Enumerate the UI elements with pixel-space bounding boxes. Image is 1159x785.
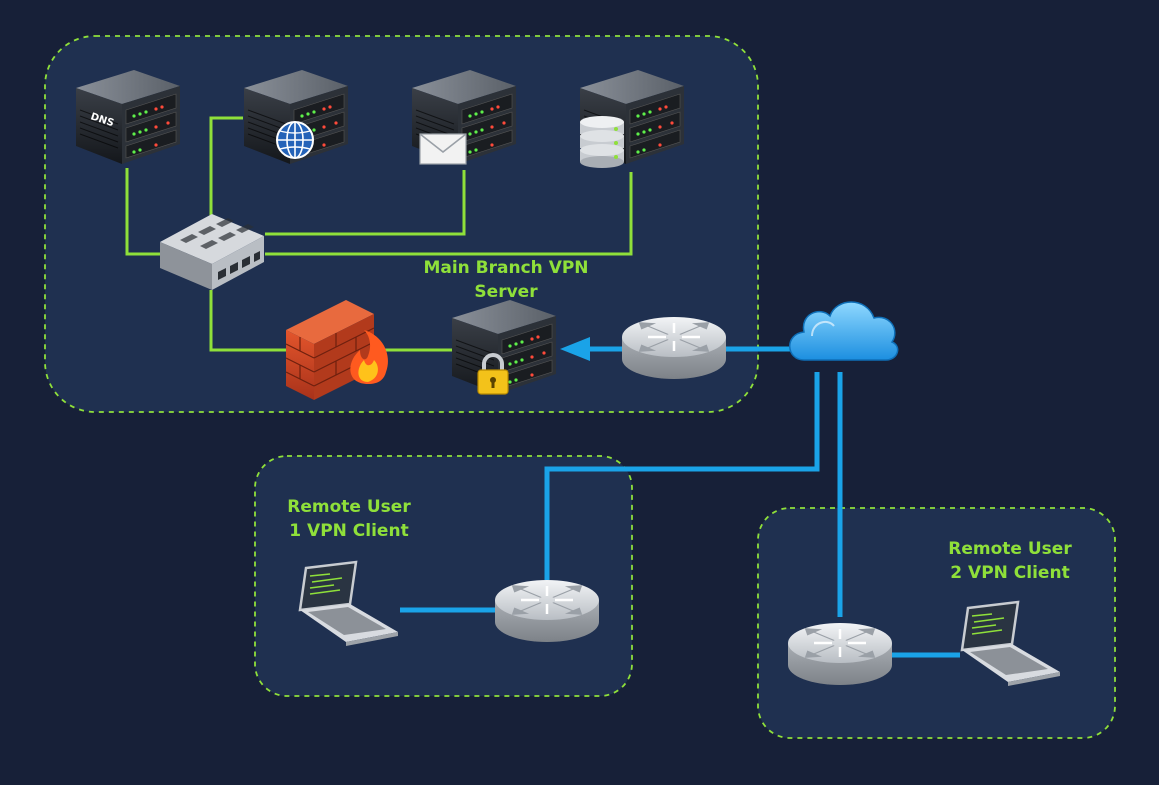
- remote1-label-line1: Remote User: [287, 497, 411, 517]
- dns-server-icon: DNS: [75, 69, 181, 165]
- remote2-label-line2: 2 VPN Client: [950, 563, 1070, 583]
- envelope-icon: [419, 133, 467, 165]
- main-branch-zone: [44, 35, 759, 413]
- database-icon: [580, 116, 624, 168]
- link-dns-switch: [125, 168, 160, 256]
- switch-icon: [160, 214, 264, 290]
- remote1-label-line2: 1 VPN Client: [289, 521, 409, 541]
- remote-user-2-label: Remote User 2 VPN Client: [930, 537, 1090, 585]
- database-server-icon: [579, 69, 685, 168]
- main-branch-label-line1: Main Branch VPN: [423, 258, 589, 278]
- link-db-switch: [265, 172, 633, 256]
- main-branch-label-line2: Server: [474, 282, 538, 302]
- link-mail-switch: [265, 170, 466, 236]
- vpn-links: [400, 346, 960, 658]
- lan-links: [125, 116, 633, 352]
- firewall-icon: [285, 300, 388, 400]
- router-icon: [620, 315, 728, 381]
- mail-server-icon: [411, 69, 517, 165]
- padlock-icon: [477, 353, 509, 395]
- remote-user-1-label: Remote User 1 VPN Client: [270, 495, 428, 543]
- router-icon: [786, 621, 894, 687]
- router-icon: [493, 578, 601, 644]
- remote2-label-line1: Remote User: [948, 539, 1072, 559]
- link-cloud-remote1: [544, 372, 820, 580]
- cloud-icon: [789, 301, 899, 361]
- link-switch-firewall: [209, 290, 290, 352]
- link-web-switch: [209, 116, 243, 218]
- globe-icon: [276, 121, 314, 159]
- vpn-server-icon: [451, 299, 557, 395]
- web-server-icon: [243, 69, 349, 165]
- arrow-to-vpn-server-icon: [560, 337, 590, 361]
- main-branch-vpn-server-label: Main Branch VPN Server: [408, 256, 604, 304]
- flame-icon: [350, 330, 388, 384]
